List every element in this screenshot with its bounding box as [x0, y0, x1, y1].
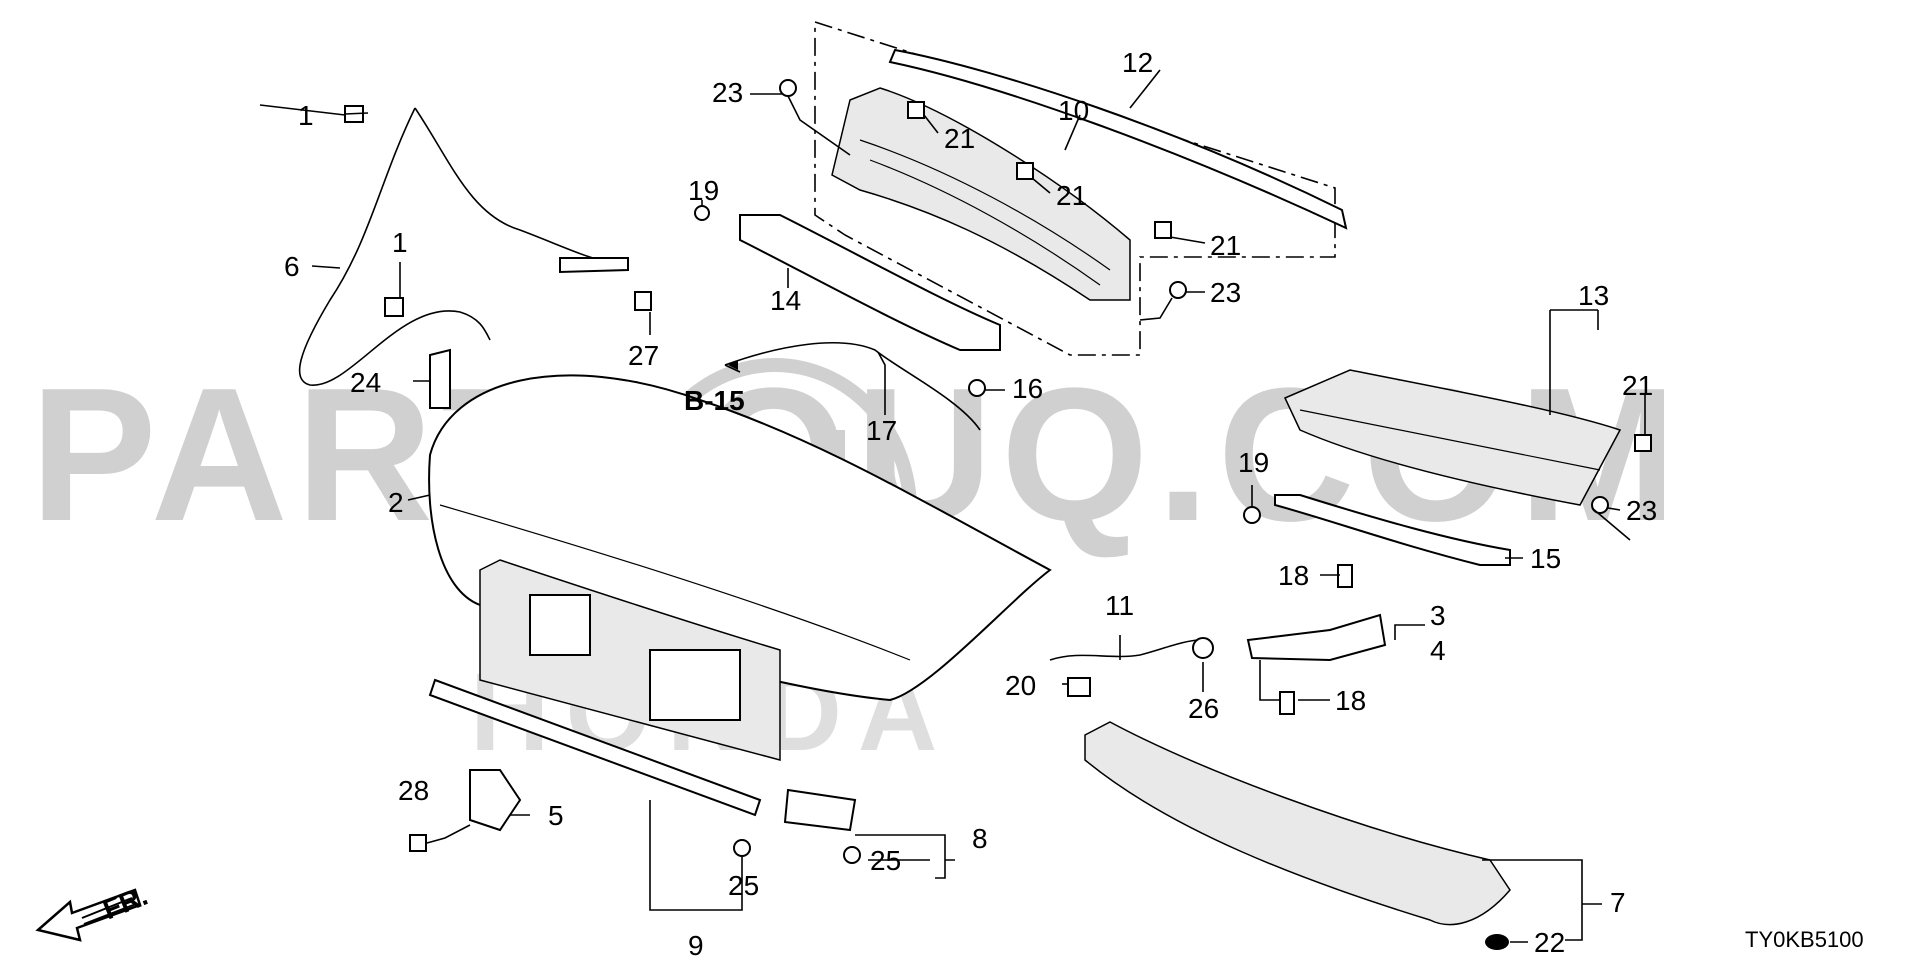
part-5-latch — [469, 769, 522, 832]
callout-13: 13 — [1578, 280, 1609, 311]
part-23c-screw — [1591, 496, 1609, 514]
callout-20: 20 — [1005, 670, 1036, 701]
part-14-bracket — [739, 214, 1001, 351]
part-6-cable — [414, 107, 621, 266]
callout-11: 11 — [1105, 590, 1134, 621]
callout-10: 10 — [1058, 95, 1089, 126]
part-16-clip — [968, 379, 986, 397]
part-26-grommet — [1192, 637, 1214, 659]
callout-17: 17 — [866, 415, 897, 446]
callout-15: 15 — [1530, 543, 1561, 574]
part-20-clip — [1067, 677, 1091, 697]
callout-19a: 19 — [688, 175, 719, 206]
callouts: 1 1 2 3 4 5 6 7 8 9 10 11 12 13 14 15 16… — [284, 47, 1657, 960]
callout-21c: 21 — [1210, 230, 1241, 261]
callout-6: 6 — [284, 251, 300, 282]
part-10-cowl-top — [831, 87, 1131, 301]
part-21a-nut — [907, 101, 925, 119]
callout-25a: 25 — [728, 870, 759, 901]
part-7-insulator — [1084, 721, 1511, 926]
callout-22: 22 — [1534, 927, 1565, 958]
callout-16: 16 — [1012, 373, 1043, 404]
callout-1a: 1 — [298, 100, 314, 131]
leader-lines — [311, 93, 1646, 943]
callout-9: 9 — [688, 930, 704, 960]
part-12-molding — [888, 48, 1348, 230]
callout-14: 14 — [770, 285, 801, 316]
callout-21a: 21 — [944, 123, 975, 154]
part-18b-bolt — [1279, 691, 1295, 715]
diagram-code: TY0KB5100 — [1745, 927, 1864, 952]
part-6-end-bracket — [559, 257, 629, 274]
part-11-rod — [1049, 639, 1201, 661]
part-23a-screw — [779, 79, 797, 97]
part-24-holder — [429, 348, 451, 409]
part-19b-nut — [1243, 506, 1261, 524]
reference-label: B-15 — [684, 385, 745, 416]
part-23b-screw — [1169, 281, 1187, 299]
callout-24: 24 — [350, 367, 381, 398]
callout-5: 5 — [548, 800, 564, 831]
callout-28: 28 — [398, 775, 429, 806]
front-arrow: FR. — [35, 880, 152, 942]
part-28-bolt — [409, 834, 427, 852]
part-21d-nut — [1634, 434, 1652, 452]
callout-3: 3 — [1430, 600, 1446, 631]
callout-18a: 18 — [1278, 560, 1309, 591]
part-21b-nut — [1016, 162, 1034, 180]
callout-19b: 19 — [1238, 447, 1269, 478]
callout-1b: 1 — [392, 227, 408, 258]
callout-21b: 21 — [1056, 180, 1087, 211]
callout-21d: 21 — [1622, 370, 1653, 401]
part-19a-nut — [694, 205, 710, 221]
callout-23b: 23 — [1210, 277, 1241, 308]
callout-2: 2 — [388, 487, 404, 518]
part-27-bolt — [634, 291, 652, 311]
part-8-bracket — [783, 788, 857, 832]
part-3-4-hinge — [1246, 613, 1387, 662]
callout-12: 12 — [1122, 47, 1153, 78]
part-22-clip — [1485, 934, 1509, 950]
callout-23c: 23 — [1626, 495, 1657, 526]
callout-8: 8 — [972, 823, 988, 854]
callout-25b: 25 — [870, 845, 901, 876]
callout-7: 7 — [1610, 887, 1626, 918]
callout-23a: 23 — [712, 77, 743, 108]
callout-26: 26 — [1188, 693, 1219, 724]
part-17-rod — [724, 342, 981, 431]
part-15-bracket — [1274, 494, 1511, 566]
callout-18b: 18 — [1335, 685, 1366, 716]
part-1b-clip — [384, 297, 404, 317]
part-25b-nut — [843, 846, 861, 864]
callout-27: 27 — [628, 340, 659, 371]
part-21c-nut — [1154, 221, 1172, 239]
front-label: FR. — [98, 880, 151, 926]
part-9-stiffener — [428, 678, 762, 817]
part-13-cowl — [1283, 369, 1622, 506]
part-18a-bolt — [1337, 564, 1353, 588]
part-25a-nut — [733, 839, 751, 857]
callout-4: 4 — [1430, 635, 1446, 666]
